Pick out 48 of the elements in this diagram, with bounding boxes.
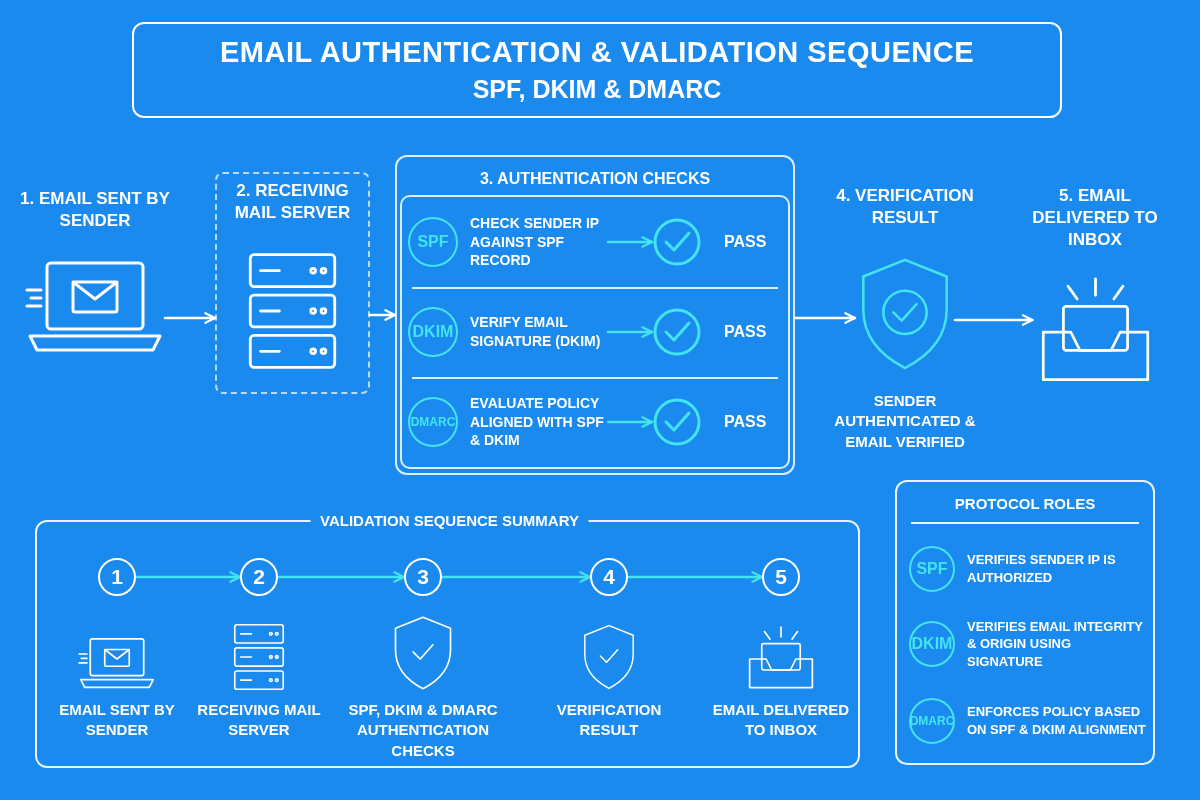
protocol-badge: DKIM (909, 621, 955, 667)
result-text: SENDER AUTHENTICATED & EMAIL VERIFIED (833, 391, 977, 452)
subtitle: SPF, DKIM & DMARC (472, 75, 722, 104)
step-caption: RECEIVING MAIL SERVER (196, 700, 322, 741)
panel-heading: PROTOCOL ROLES (953, 494, 1097, 514)
description: ENFORCES POLICY BASED ON SPF & DKIM ALIGNMENT (967, 703, 1147, 739)
step-heading: 2. RECEIVING MAIL SERVER (233, 180, 352, 225)
step-number: 4 (590, 558, 628, 596)
roles-panel (895, 480, 1155, 765)
group-heading: 3. AUTHENTICATION CHECKS (478, 169, 712, 189)
arrow (368, 309, 397, 321)
description: CHECK SENDER IP AGAINST SPF RECORD (470, 213, 600, 271)
arrow (134, 571, 242, 583)
step-heading: 4. VERIFICATION RESULT (835, 185, 975, 230)
step-caption: EMAIL DELIVERED TO INBOX (711, 700, 851, 741)
protocol-badge: DMARC (408, 397, 458, 447)
arrow (163, 312, 217, 324)
step-number: 3 (404, 558, 442, 596)
description: EVALUATE POLICY ALIGNED WITH SPF & DKIM (470, 393, 605, 451)
arrow (606, 236, 654, 248)
description: VERIFIES SENDER IP IS AUTHORIZED (967, 551, 1117, 587)
arrow (606, 416, 654, 428)
protocol-badge: SPF (408, 217, 458, 267)
arrow (953, 314, 1034, 326)
title: EMAIL AUTHENTICATION & VALIDATION SEQUENCE (219, 36, 975, 69)
step-caption: VERIFICATION RESULT (555, 700, 663, 741)
step-heading: 1. EMAIL SENT BY SENDER (20, 188, 170, 233)
status-text: PASS (724, 232, 767, 253)
arrow (626, 571, 764, 583)
step-number: 5 (762, 558, 800, 596)
arrow (440, 571, 592, 583)
step-heading: 5. EMAIL DELIVERED TO INBOX (1031, 185, 1159, 252)
dashed-frame (215, 172, 370, 394)
protocol-badge: DMARC (909, 698, 955, 744)
step-caption: SPF, DKIM & DMARC AUTHENTICATION CHECKS (347, 700, 499, 761)
arrow (793, 312, 857, 324)
check-group (395, 155, 795, 475)
step-caption: EMAIL SENT BY SENDER (58, 700, 176, 741)
protocol-badge: SPF (909, 546, 955, 592)
description: VERIFIES EMAIL INTEGRITY & ORIGIN USING SIGNATURE (967, 617, 1144, 671)
step-number: 1 (98, 558, 136, 596)
arrow (606, 326, 654, 338)
protocol-badge: DKIM (408, 307, 458, 357)
arrow (276, 571, 406, 583)
status-text: PASS (724, 412, 767, 433)
status-text: PASS (724, 322, 767, 343)
description: VERIFY EMAIL SIGNATURE (DKIM) (470, 313, 602, 351)
step-number: 2 (240, 558, 278, 596)
